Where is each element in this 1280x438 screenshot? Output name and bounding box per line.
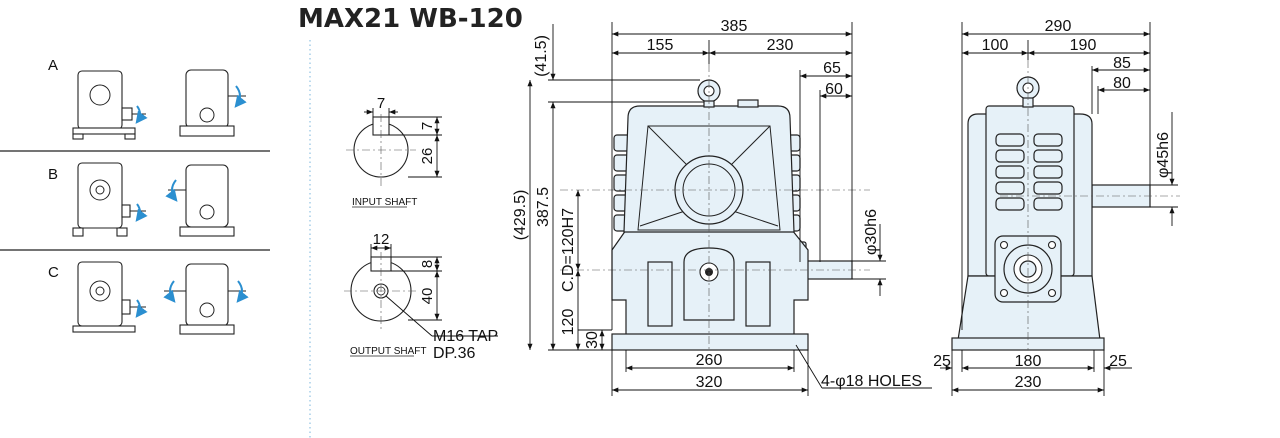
output-key-width: 12 — [373, 231, 390, 248]
gearbox-front-icon — [72, 70, 146, 140]
front-shaft-ext-2: 60 — [825, 81, 843, 98]
front-left-width: 155 — [647, 37, 674, 54]
rotation-arrow-icon — [163, 280, 176, 303]
front-right-width: 230 — [767, 37, 794, 54]
mounting-row-c: C — [48, 261, 249, 335]
gearbox-front-icon — [72, 162, 146, 237]
gearbox-side-icon — [179, 69, 246, 137]
side-overall-width: 290 — [1045, 18, 1072, 35]
front-base-thickness: 30 — [584, 331, 601, 349]
mounting-holes-note: 4-φ18 HOLES — [821, 373, 922, 390]
front-view: 385 155 230 65 60 (41.5) (429.5) 387.5 C… — [512, 18, 932, 396]
front-body-height: 387.5 — [535, 187, 552, 227]
gearbox-front-icon — [72, 261, 146, 333]
mounting-label-c: C — [48, 264, 59, 281]
side-right-width: 190 — [1070, 37, 1097, 54]
side-foot-pitch: 180 — [1015, 353, 1042, 370]
side-shaft-dia: φ45h6 — [1155, 132, 1172, 178]
side-base-width: 230 — [1015, 374, 1042, 391]
front-foot-pitch: 260 — [696, 352, 723, 369]
rotation-arrow-icon — [135, 203, 148, 222]
mounting-positions: A B — [0, 57, 270, 335]
input-shaft-height: 26 — [419, 148, 436, 165]
side-shaft-ext-2: 80 — [1113, 75, 1131, 92]
mounting-label-a: A — [48, 57, 58, 74]
mounting-label-b: B — [48, 166, 58, 183]
base-plate — [611, 333, 809, 351]
output-shaft-caption: OUTPUT SHAFT — [350, 346, 426, 357]
mounting-row-b: B — [48, 162, 235, 237]
tap-note: M16 TAP — [433, 328, 498, 345]
tap-depth-note: DP.36 — [433, 345, 476, 362]
mounting-row-a: A — [48, 57, 247, 140]
side-shaft-ext-1: 85 — [1113, 55, 1131, 72]
page-title: MAX21 WB-120 — [298, 4, 523, 34]
front-shaft-dia: φ30h6 — [863, 209, 880, 255]
side-view: 290 100 190 85 80 φ45h6 25 180 25 230 — [933, 18, 1180, 396]
rotation-arrow-icon — [165, 179, 178, 202]
input-shaft-caption: INPUT SHAFT — [352, 197, 417, 208]
rotation-arrow-icon — [135, 105, 148, 124]
front-shaft-height: 120 — [560, 309, 577, 336]
front-shaft-ext-1: 65 — [823, 60, 841, 77]
front-overall-height: (429.5) — [512, 190, 529, 241]
rotation-arrow-icon — [234, 85, 247, 108]
output-shaft-section: 12 8 40 M16 TAP DP.36 OUTPUT SHAFT — [344, 231, 498, 362]
output-key-depth: 8 — [419, 260, 436, 268]
front-overall-width: 385 — [721, 18, 748, 35]
side-edge-left: 25 — [933, 353, 951, 370]
input-key-depth: 7 — [419, 122, 436, 130]
side-edge-right: 25 — [1109, 353, 1127, 370]
input-key-width: 7 — [377, 95, 385, 112]
output-shaft-height: 40 — [419, 288, 436, 305]
rotation-arrow-icon — [236, 280, 249, 303]
front-eyebolt-height: (41.5) — [533, 35, 550, 77]
side-left-width: 100 — [982, 37, 1009, 54]
gearbox-side-icon — [164, 263, 246, 335]
rotation-arrow-icon — [135, 299, 148, 318]
side-fins — [995, 133, 1063, 211]
front-base-width: 320 — [696, 374, 723, 391]
center-distance: C.D=120H7 — [560, 208, 577, 292]
input-shaft-section: 7 7 26 INPUT SHAFT — [346, 95, 442, 208]
gearbox-side-icon — [168, 164, 235, 237]
